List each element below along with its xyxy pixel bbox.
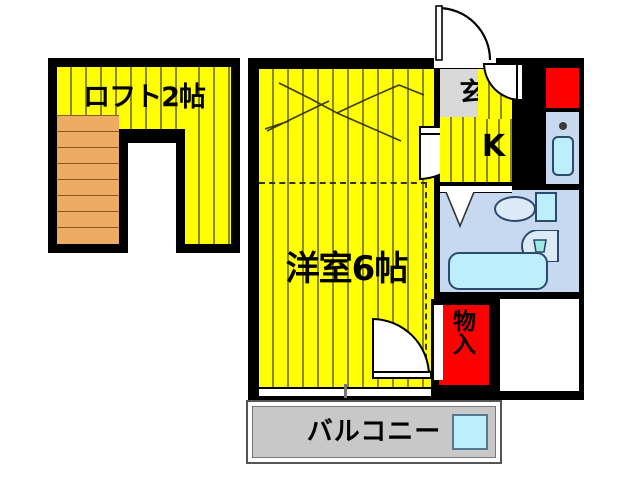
loft-overhang-line-right xyxy=(425,182,427,370)
loft-floor-right-leg xyxy=(185,67,231,244)
loft-label: ロフト2帖 xyxy=(83,82,206,113)
bathroom-door xyxy=(440,185,512,193)
kitchen-stove xyxy=(546,68,579,108)
hallway-floor xyxy=(434,305,443,380)
toilet-bowl-icon xyxy=(494,196,536,222)
loft-stairs xyxy=(57,115,119,244)
loft-notch-cutout xyxy=(128,143,176,253)
main-room-hatch-marks xyxy=(264,82,425,142)
toilet-tank-icon xyxy=(535,192,557,222)
balcony-label: バルコニー xyxy=(306,417,442,447)
storage-label: 物 入 xyxy=(453,309,476,359)
unit-white-corner xyxy=(500,299,579,391)
room-storage-door-leaf xyxy=(372,371,432,379)
kitchen-sink-basin xyxy=(552,136,574,176)
balcony-sliding-door-sash xyxy=(344,384,347,398)
main-room-label: 洋室6帖 xyxy=(285,249,409,289)
entrance-door-arc xyxy=(435,5,492,61)
kitchen-door-leaf xyxy=(516,63,524,101)
storage-floor xyxy=(439,305,489,385)
balcony-drain-icon xyxy=(452,414,488,450)
loft-overhang-line-top xyxy=(259,182,427,184)
bathtub-icon xyxy=(448,252,548,290)
kitchen-faucet-icon xyxy=(559,122,567,130)
kitchen-floor xyxy=(440,117,512,182)
kitchen-label: K xyxy=(481,129,505,164)
bathroom-door-swing xyxy=(445,192,475,229)
